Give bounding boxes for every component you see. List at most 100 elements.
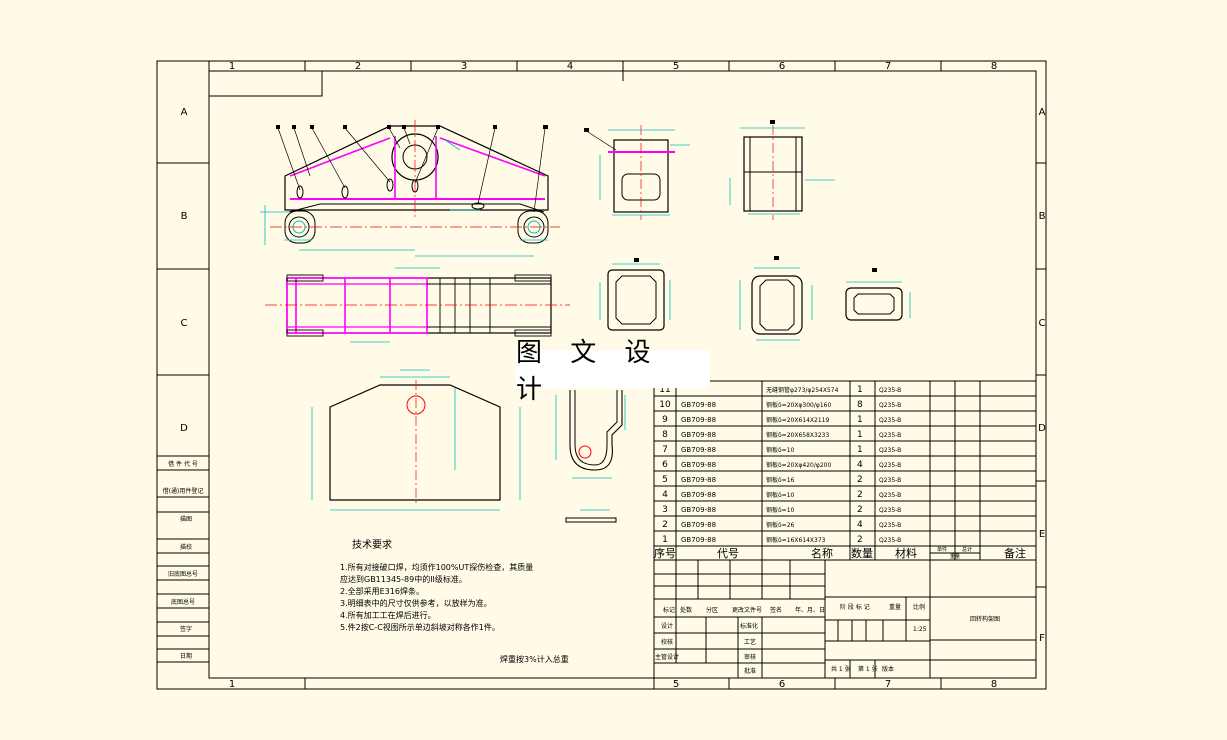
tech-line: 应达到GB11345-89中的II级标准。	[340, 574, 467, 584]
section-view-3	[599, 258, 671, 331]
tech-line: 3.明细表中的尺寸仅供参考，以放样为准。	[340, 598, 492, 608]
bom-cell-material: Q235-B	[879, 537, 901, 544]
tech-line: 4.所有加工工在焊后进行。	[340, 610, 436, 620]
left-strip-labels: 借 件 代 号 借(通)用件登记 描图 描校 旧底图总号 底图总号 签字 日期	[163, 460, 204, 660]
tech-line: 1.所有对接破口焊，均须作100%UT探伤检查，其质量	[340, 562, 533, 572]
strip-label: 底图总号	[171, 598, 195, 606]
tech-requirements: 技术要求 1.所有对接破口焊，均须作100%UT探伤检查，其质量 应达到GB11…	[340, 538, 569, 664]
bom-header-qty: 数量	[851, 547, 873, 560]
row-label-right: F	[1039, 633, 1045, 644]
bom-cell-name: 钢板δ=16	[766, 476, 795, 484]
bom-cell-material: Q235-B	[879, 507, 901, 514]
rev-header: 标记	[663, 606, 675, 614]
bom-cell-code: GB709-88	[681, 506, 716, 514]
rev-header: 签名	[770, 606, 782, 614]
bom-cell-material: Q235-B	[879, 387, 901, 394]
bracket-detail-view	[555, 390, 626, 523]
bom-cell-seq: 7	[662, 445, 668, 455]
bom-cell-seq: 1	[662, 535, 668, 545]
bom-cell-seq: 2	[662, 520, 668, 530]
strip-label: 签字	[180, 625, 192, 633]
row-label-right: D	[1038, 423, 1046, 434]
section-view-1	[584, 125, 690, 220]
main-elevation-view	[260, 120, 560, 257]
version-label: 版本	[882, 665, 894, 673]
bom-cell-material: Q235-B	[879, 492, 901, 499]
role-label: 标准化	[740, 622, 758, 630]
bom-cell-material: Q235-B	[879, 417, 901, 424]
bom-cell-material: Q235-B	[879, 447, 901, 454]
col-label-bottom: 6	[779, 679, 785, 690]
rev-header: 年、月、日	[795, 606, 825, 614]
left-strip-table	[157, 455, 209, 663]
row-label-left: A	[181, 107, 188, 118]
bom-cell-name: 钢板δ=10	[766, 491, 795, 499]
sheet-no: 第 1 张	[858, 665, 878, 673]
bom-cell-qty: 2	[857, 535, 863, 545]
role-label: 主管设计	[655, 653, 679, 661]
bom-cell-qty: 1	[857, 385, 863, 395]
bom-header-material: 材料	[895, 546, 917, 560]
role-label: 校核	[661, 638, 673, 646]
weight-note: 焊重按3%计入总重	[500, 654, 569, 664]
row-label-left: B	[181, 211, 188, 222]
bom-cell-qty: 2	[857, 490, 863, 500]
row-label-left: C	[181, 318, 188, 329]
plan-view	[265, 267, 570, 343]
bom-cell-material: Q235-B	[879, 477, 901, 484]
bom-cell-seq: 5	[662, 475, 668, 485]
rev-header: 分区	[706, 606, 718, 614]
bom-cell-seq: 4	[662, 490, 668, 500]
col-label-top: 4	[567, 61, 573, 72]
col-label-top: 2	[355, 61, 361, 72]
bom-cell-name: 钢板δ=10	[766, 446, 795, 454]
drawing-frame	[156, 60, 1047, 690]
strip-label: 借 件 代 号	[168, 460, 198, 468]
bom-cell-material: Q235-B	[879, 462, 901, 469]
bom-header-total: 总计	[962, 546, 972, 553]
col-label-top: 8	[991, 61, 997, 72]
bom-cell-seq: 8	[662, 430, 668, 440]
bom-cell-qty: 2	[857, 505, 863, 515]
row-label-right: A	[1039, 107, 1046, 118]
weight-label: 重量	[889, 603, 901, 611]
bom-cell-name: 钢板δ=10	[766, 506, 795, 514]
bom-cell-seq: 6	[662, 460, 668, 470]
tech-line: 5.件2按C-C视图所示单边斜坡对称各作1件。	[340, 622, 500, 632]
bom-header-name: 名称	[811, 546, 833, 560]
bom-cell-material: Q235-B	[879, 402, 901, 409]
bom-header-seq: 序号	[654, 546, 676, 560]
bom-cell-code: GB709-88	[681, 491, 716, 499]
bom-cell-code: GB709-88	[681, 476, 716, 484]
rev-header: 处数	[680, 606, 692, 614]
bom-cell-name: 无缝钢管φ273/φ254X574	[766, 386, 839, 394]
bom-cell-qty: 4	[857, 460, 863, 470]
role-label: 工艺	[744, 638, 756, 646]
strip-label: 日期	[180, 652, 192, 660]
col-label-top: 1	[229, 61, 235, 72]
bom-cell-name: 钢板δ=20X614X2119	[766, 416, 829, 424]
bom-cell-seq: 11	[659, 385, 670, 395]
bom-cell-qty: 1	[857, 445, 863, 455]
bom-cell-seq: 9	[662, 415, 668, 425]
bom-cell-code: GB709-88	[681, 446, 716, 454]
col-label-top: 5	[673, 61, 679, 72]
bom-header-code: 代号	[717, 547, 739, 560]
bom-cell-code: GB709-88	[681, 521, 716, 529]
bom-table	[653, 380, 1037, 561]
bom-cell-code: GB709-88	[681, 536, 716, 544]
tech-line: 2.全部采用E316焊条。	[340, 586, 424, 596]
frame-labels: 1 2 3 4 5 6 7 8 1 5 6 7 8 A B C D A B C …	[180, 61, 1046, 690]
bom-header: 序号 代号 名称 数量 材料 单件 总计 重量 备注	[654, 546, 1026, 560]
col-label-bottom: 7	[885, 679, 891, 690]
section-view-2	[729, 120, 835, 220]
bom-cell-qty: 1	[857, 415, 863, 425]
section-view-4	[739, 256, 813, 341]
col-label-top: 7	[885, 61, 891, 72]
rev-header: 更改文件号	[732, 606, 762, 614]
bom-cell-code: GB709-88	[681, 461, 716, 469]
role-label: 审核	[744, 653, 756, 661]
col-label-top: 3	[461, 61, 467, 72]
